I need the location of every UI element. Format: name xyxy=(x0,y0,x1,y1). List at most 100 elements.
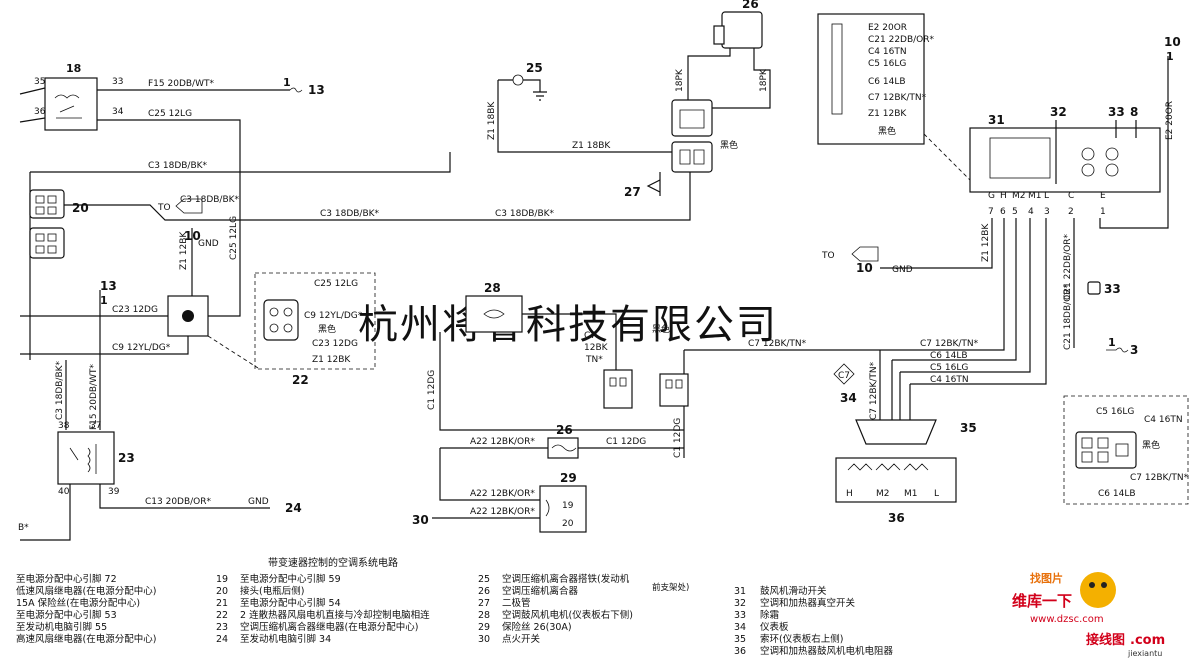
svg-text:1: 1 xyxy=(1108,336,1116,349)
svg-text:除霜: 除霜 xyxy=(760,609,779,621)
svg-text:仪表板: 仪表板 xyxy=(760,621,789,633)
svg-text:空调压缩机离合器继电器(在电源分配中心): 空调压缩机离合器继电器(在电源分配中心) xyxy=(240,621,418,633)
svg-text:A22 12BK/OR*: A22 12BK/OR* xyxy=(470,437,535,447)
svg-text:TN*: TN* xyxy=(585,355,603,365)
svg-text:Z1 12BK: Z1 12BK xyxy=(868,109,907,119)
svg-text:1: 1 xyxy=(1166,50,1174,63)
connector-20a xyxy=(29,189,65,219)
label-25: 25 xyxy=(526,61,543,75)
wire-c7-main: C7 12BK/TN* xyxy=(748,339,807,349)
grommet-35 xyxy=(855,419,937,445)
ground-25 xyxy=(512,74,524,86)
svg-text:20: 20 xyxy=(216,586,228,597)
svg-text:黑色: 黑色 xyxy=(878,125,896,137)
diagram-title: 带变速器控制的空调系统电路 xyxy=(268,556,398,569)
svg-text:TO: TO xyxy=(157,203,171,213)
svg-text:34: 34 xyxy=(112,107,124,117)
svg-text:C7 12BK/TN*: C7 12BK/TN* xyxy=(868,93,927,103)
svg-text:6: 6 xyxy=(1000,207,1006,217)
blower-motor-28 xyxy=(465,295,523,333)
wire-c3-left: C3 18DB/BK* xyxy=(148,161,208,171)
svg-text:19: 19 xyxy=(216,574,228,585)
svg-text:M1: M1 xyxy=(904,489,918,499)
svg-text:M2: M2 xyxy=(876,489,890,499)
svg-text:E2 20OR: E2 20OR xyxy=(868,23,907,33)
svg-text:C7 12BK/TN*: C7 12BK/TN* xyxy=(920,339,979,349)
svg-text:jiexiantu: jiexiantu xyxy=(1127,649,1162,658)
svg-text:至电源分配中心引脚 54: 至电源分配中心引脚 54 xyxy=(240,597,341,609)
svg-text:3: 3 xyxy=(1044,207,1050,217)
svg-text:26: 26 xyxy=(556,423,573,437)
svg-text:1: 1 xyxy=(283,76,291,89)
label-36: 36 xyxy=(888,511,905,525)
connector-36 xyxy=(1075,431,1137,469)
svg-text:36: 36 xyxy=(734,646,746,657)
svg-text:GND: GND xyxy=(198,239,219,249)
svg-text:34: 34 xyxy=(734,622,746,633)
svg-text:C21 18DB/OR*: C21 18DB/OR* xyxy=(1063,283,1073,350)
svg-text:26: 26 xyxy=(742,0,759,11)
svg-text:H: H xyxy=(846,489,853,499)
svg-text:至电源分配中心引脚 53: 至电源分配中心引脚 53 xyxy=(16,609,117,621)
svg-text:27: 27 xyxy=(478,598,490,609)
svg-text:保险丝 26(30A): 保险丝 26(30A) xyxy=(502,621,572,633)
svg-text:5: 5 xyxy=(1012,207,1018,217)
label-23: 23 xyxy=(118,451,135,465)
svg-text:30: 30 xyxy=(478,634,490,645)
label-33: 33 xyxy=(1108,105,1125,119)
svg-text:M1: M1 xyxy=(1028,191,1042,201)
wire-c3-mid3: C3 18DB/BK* xyxy=(495,209,555,219)
svg-text:2: 2 xyxy=(1068,207,1074,217)
svg-text:1: 1 xyxy=(100,294,108,307)
svg-text:GND: GND xyxy=(248,497,269,507)
connector-36-panel xyxy=(1063,395,1189,505)
connector-26-top xyxy=(721,11,763,49)
wire-c13: C13 20DB/OR* xyxy=(145,497,212,507)
svg-text:C4 16TN: C4 16TN xyxy=(930,375,969,385)
svg-text:L: L xyxy=(934,489,939,499)
label-20: 20 xyxy=(72,201,89,215)
svg-text:23: 23 xyxy=(216,622,228,633)
svg-text:C6 14LB: C6 14LB xyxy=(1098,489,1136,499)
connector-20b xyxy=(29,227,65,259)
svg-text:12BK: 12BK xyxy=(584,343,609,353)
svg-text:高速风扇继电器(在电源分配中心): 高速风扇继电器(在电源分配中心) xyxy=(16,633,156,645)
svg-text:低速风扇继电器(在电源分配中心): 低速风扇继电器(在电源分配中心) xyxy=(16,585,156,597)
svg-text:黑色: 黑色 xyxy=(1142,439,1160,451)
connector-top-right xyxy=(817,13,925,145)
svg-text:29: 29 xyxy=(478,622,490,633)
svg-text:E2 20OR: E2 20OR xyxy=(1165,101,1175,140)
svg-text:Z1 18BK: Z1 18BK xyxy=(572,141,611,151)
wire-c3-mid2: C3 18DB/BK* xyxy=(320,209,380,219)
svg-text:20: 20 xyxy=(562,519,574,529)
svg-text:E: E xyxy=(1100,191,1106,201)
label-32: 32 xyxy=(1050,105,1067,119)
svg-text:19: 19 xyxy=(562,501,574,511)
svg-text:36: 36 xyxy=(34,107,46,117)
svg-text:C23 12DG: C23 12DG xyxy=(312,339,358,349)
label-35: 35 xyxy=(960,421,977,435)
connector-27b xyxy=(671,141,713,173)
svg-text:C9 12YL/DG*: C9 12YL/DG* xyxy=(304,311,363,321)
svg-text:H: H xyxy=(1000,191,1007,201)
svg-text:C4 16TN: C4 16TN xyxy=(868,47,907,57)
svg-text:C5 16LG: C5 16LG xyxy=(868,59,906,69)
svg-text:空调和加热器真空开关: 空调和加热器真空开关 xyxy=(760,597,856,609)
svg-text:33: 33 xyxy=(734,610,746,621)
svg-text:26: 26 xyxy=(478,586,490,597)
svg-text:C7 12BK/TN*: C7 12BK/TN* xyxy=(1130,473,1189,483)
switch-31-block xyxy=(969,127,1161,193)
svg-text:C7 12BK/TN*: C7 12BK/TN* xyxy=(869,361,879,420)
svg-text:18PK: 18PK xyxy=(675,68,685,92)
svg-text:至电源分配中心引脚 72: 至电源分配中心引脚 72 xyxy=(16,573,117,585)
wire-c23-left: C23 12DG xyxy=(112,305,158,315)
svg-text:空调压缩机离合器搭铁(发动机: 空调压缩机离合器搭铁(发动机 xyxy=(502,573,630,585)
svg-text:M2: M2 xyxy=(1012,191,1026,201)
svg-text:10: 10 xyxy=(1164,35,1181,49)
site-logo: 找图片 维库一下 www.dzsc.com 接线图 .com jiexiantu xyxy=(1012,571,1165,658)
watermark: 杭州将睿科技有限公司 xyxy=(358,302,778,348)
svg-text:7: 7 xyxy=(988,207,994,217)
svg-text:21: 21 xyxy=(216,598,228,609)
svg-text:至发动机电脑引脚 34: 至发动机电脑引脚 34 xyxy=(240,633,331,645)
